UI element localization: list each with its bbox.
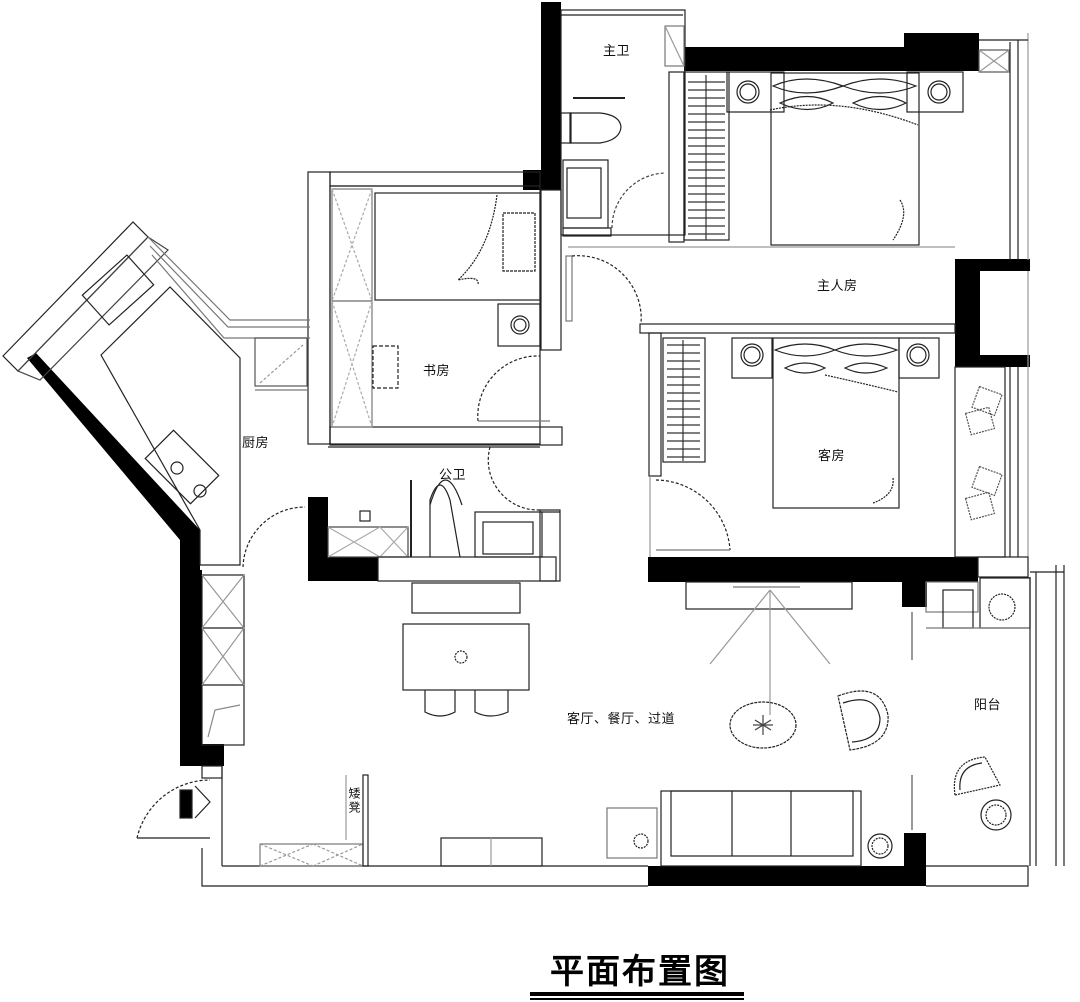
room-label-master-bath: 主卫 — [603, 44, 631, 59]
drawing-title: 平面布置图 — [550, 952, 730, 992]
room-label-public-bath: 公卫 — [439, 468, 467, 483]
title-underline-thick — [530, 992, 744, 996]
room-label-balcony: 阳台 — [974, 698, 1002, 713]
room-label-guest-room: 客房 — [818, 449, 846, 464]
room-label-master-bedroom: 主人房 — [817, 279, 858, 294]
room-label-kitchen: 厨房 — [242, 436, 270, 451]
room-label-study: 书房 — [423, 364, 451, 379]
annotation-low-stool: 矮凳 — [347, 787, 361, 815]
title-underline-thin — [530, 998, 744, 1000]
room-label-living-dining-hall: 客厅、餐厅、过道 — [567, 712, 676, 727]
structural-walls — [27, 2, 1030, 886]
